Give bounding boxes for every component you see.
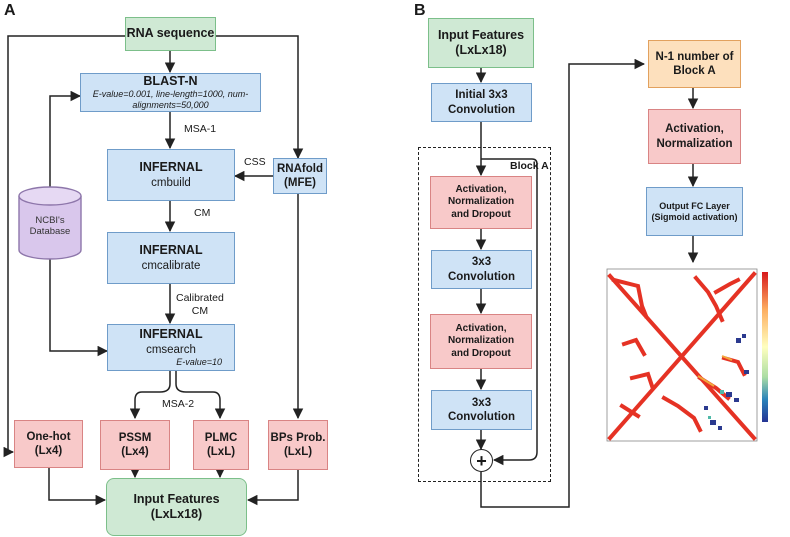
conv-3x3-box-2: 3x3 Convolution bbox=[431, 390, 532, 430]
nblock-line2: Block A bbox=[673, 65, 716, 77]
cmcalibrate-sub: cmcalibrate bbox=[141, 259, 201, 272]
database-cylinder bbox=[18, 186, 82, 260]
ncbi-database-icon: NCBI's Database bbox=[18, 186, 82, 260]
conv-3x3-box-1: 3x3 Convolution bbox=[431, 250, 532, 289]
arrow-cmsearch-to-plmc bbox=[175, 371, 226, 420]
bps-line1: BPs Prob. bbox=[270, 431, 326, 444]
blastn-title: BLAST-N bbox=[143, 73, 198, 88]
input-features-box-b: Input Features (LxLx18) bbox=[428, 18, 534, 68]
plmc-line2: (LxL) bbox=[206, 446, 236, 458]
activation-norm-box: Activation, Normalization bbox=[648, 109, 741, 164]
arrow-db-to-cmsearch bbox=[49, 252, 109, 357]
nblock-line1: N-1 number of bbox=[655, 50, 734, 63]
cmbuild-sub: cmbuild bbox=[151, 176, 191, 189]
bps-line2: (LxL) bbox=[283, 446, 313, 458]
cmbuild-box: INFERNAL cmbuild bbox=[107, 149, 235, 201]
input-a-line1: Input Features bbox=[133, 491, 220, 506]
pssm-line2: (Lx4) bbox=[121, 446, 149, 458]
rna-sequence-box: RNA sequence bbox=[125, 17, 216, 51]
rnafold-line2: (MFE) bbox=[284, 177, 316, 189]
bps-prob-box: BPs Prob. (LxL) bbox=[268, 420, 328, 470]
msa2-label: MSA-2 bbox=[162, 398, 195, 410]
output-fc-box: Output FC Layer (Sigmoid activation) bbox=[646, 187, 743, 236]
conv2-line2: Convolution bbox=[447, 411, 516, 423]
arrow-db-to-blastn bbox=[49, 90, 82, 194]
output-line1: Output FC Layer bbox=[659, 200, 730, 211]
initconv-line2: Convolution bbox=[447, 103, 516, 116]
cmbuild-title: INFERNAL bbox=[139, 160, 203, 175]
initconv-line1: Initial 3x3 bbox=[455, 89, 508, 102]
pssm-box: PSSM (Lx4) bbox=[100, 420, 170, 470]
msa1-label: MSA-1 bbox=[184, 123, 217, 135]
input-b-line1: Input Features bbox=[437, 27, 525, 42]
rnafold-line1: RNAfold bbox=[277, 162, 323, 175]
block-a-label: Block A bbox=[510, 160, 549, 172]
block-a-boundary bbox=[418, 147, 551, 482]
rnafold-box: RNAfold (MFE) bbox=[273, 158, 327, 194]
calibrated-cm-label: Calibrated CM bbox=[176, 292, 224, 318]
onehot-line2: (Lx4) bbox=[34, 445, 63, 457]
input-a-line2: (LxLx18) bbox=[150, 507, 203, 521]
cmsearch-title: INFERNAL bbox=[139, 327, 203, 342]
n-minus-1-block-a-box: N-1 number of Block A bbox=[648, 40, 741, 88]
input-b-line2: (LxLx18) bbox=[455, 43, 507, 57]
calibrated-line2: CM bbox=[191, 305, 209, 318]
act2-line1: Activation, bbox=[455, 323, 507, 335]
cmsearch-sub: cmsearch bbox=[146, 343, 196, 356]
residual-sum-node: + bbox=[470, 449, 493, 472]
onehot-line1: One-hot bbox=[26, 430, 71, 443]
act1-line3: and Dropout bbox=[451, 208, 511, 220]
contact-map-image bbox=[606, 268, 768, 442]
plmc-line1: PLMC bbox=[204, 431, 238, 444]
output-line2: (Sigmoid activation) bbox=[651, 211, 738, 222]
cmsearch-box: INFERNAL cmsearch E-value=10 bbox=[107, 324, 235, 371]
cmsearch-evalue: E-value=10 bbox=[176, 356, 222, 367]
plmc-box: PLMC (LxL) bbox=[193, 420, 249, 470]
input-features-box-a: Input Features (LxLx18) bbox=[106, 478, 247, 536]
pssm-line1: PSSM bbox=[118, 431, 152, 444]
arrow-rna-to-rnafold bbox=[216, 35, 304, 160]
calibrated-line1: Calibrated bbox=[176, 292, 224, 304]
arrow-bps-to-input bbox=[246, 470, 299, 506]
arrow-rna-to-onehot bbox=[3, 35, 125, 458]
act2-line3: and Dropout bbox=[451, 347, 511, 359]
act2-line2: Normalization bbox=[447, 335, 515, 347]
blastn-box: BLAST-N E-value=0.001, line-length=1000,… bbox=[80, 73, 261, 112]
act3-line1: Activation, bbox=[665, 123, 724, 136]
blastn-params: E-value=0.001, line-length=1000, num-ali… bbox=[92, 89, 249, 111]
cmcalibrate-title: INFERNAL bbox=[139, 243, 203, 258]
cmcalibrate-box: INFERNAL cmcalibrate bbox=[107, 232, 235, 284]
arrow-sum-to-nblock bbox=[480, 58, 646, 508]
rna-sequence-label: RNA sequence bbox=[126, 26, 215, 41]
conv2-line1: 3x3 bbox=[471, 396, 492, 409]
onehot-box: One-hot (Lx4) bbox=[14, 420, 83, 468]
cm-label: CM bbox=[194, 207, 211, 219]
act3-line2: Normalization bbox=[656, 137, 733, 150]
sum-symbol: + bbox=[476, 450, 487, 471]
conv1-line1: 3x3 bbox=[471, 256, 492, 269]
panel-label-a: A bbox=[4, 2, 16, 19]
initial-conv-box: Initial 3x3 Convolution bbox=[431, 83, 532, 122]
activation-norm-dropout-box-2: Activation, Normalization and Dropout bbox=[430, 314, 532, 369]
activation-norm-dropout-box-1: Activation, Normalization and Dropout bbox=[430, 176, 532, 229]
arrow-onehot-to-input bbox=[48, 468, 107, 506]
css-label: CSS bbox=[244, 156, 266, 168]
ncbi-label-line1: NCBI's bbox=[35, 215, 65, 226]
act1-line1: Activation, bbox=[455, 184, 507, 196]
arrow-cmsearch-to-pssm bbox=[129, 371, 171, 420]
ncbi-label-line2: Database bbox=[29, 226, 71, 238]
act1-line2: Normalization bbox=[447, 196, 515, 208]
conv1-line2: Convolution bbox=[447, 270, 516, 283]
panel-label-b: B bbox=[414, 2, 426, 19]
skip-connection bbox=[481, 158, 538, 466]
